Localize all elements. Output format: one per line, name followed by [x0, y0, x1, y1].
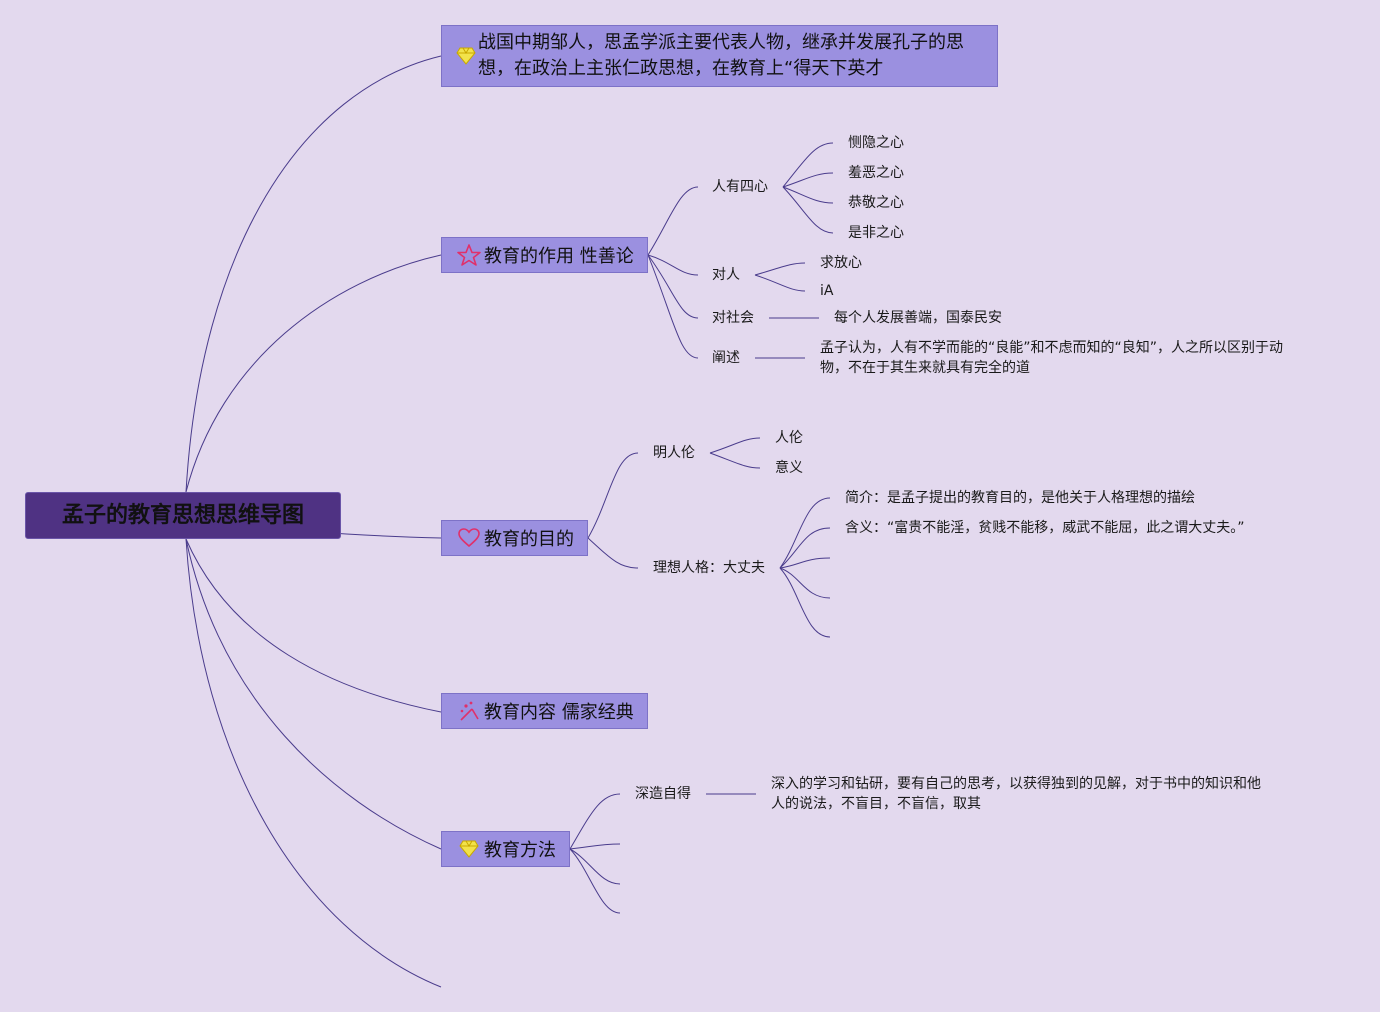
leaf-ethics-1[interactable]: 人伦	[775, 430, 803, 446]
topic-intro[interactable]: 战国中期邹人，思孟学派主要代表人物，继承并发展孔子的思想，在政治上主张仁政思想，…	[441, 25, 998, 87]
leaf-to-society[interactable]: 每个人发展善端，国泰民安	[834, 310, 1002, 326]
sparkle-icon	[456, 701, 482, 721]
leaf-deep-study[interactable]: 深入的学习和钻研，要有自己的思考，以获得独到的见解，对于书中的知识和他人的说法，…	[771, 776, 1261, 812]
topic-role[interactable]: 教育的作用 性善论	[441, 237, 648, 273]
leaf-ideal-meaning[interactable]: 含义：“富贵不能淫，贫贱不能移，威武不能屈，此之谓大丈夫。”	[845, 520, 1245, 536]
sub-ethics[interactable]: 明人伦	[653, 445, 695, 461]
leaf-heart-3[interactable]: 恭敬之心	[848, 195, 904, 211]
leaf-to-person-2[interactable]: iA	[820, 283, 834, 299]
topic-intro-text: 战国中期邹人，思孟学派主要代表人物，继承并发展孔子的思想，在政治上主张仁政思想，…	[478, 32, 964, 79]
leaf-to-person-1[interactable]: 求放心	[820, 255, 862, 271]
topic-role-title: 教育的作用 性善论	[484, 246, 634, 267]
sub-to-person[interactable]: 对人	[712, 267, 740, 283]
sub-four-hearts[interactable]: 人有四心	[712, 179, 768, 195]
sub-deep-study[interactable]: 深造自得	[635, 786, 691, 802]
sub-explain[interactable]: 阐述	[712, 350, 740, 366]
leaf-ethics-2[interactable]: 意义	[775, 460, 803, 476]
heart-icon	[456, 528, 482, 548]
topic-method[interactable]: 教育方法	[441, 831, 570, 867]
star-icon	[456, 244, 482, 266]
leaf-explain[interactable]: 孟子认为，人有不学而能的“良能”和不虑而知的“良知”，人之所以区别于动物，不在于…	[820, 340, 1284, 376]
root-topic[interactable]: 孟子的教育思想思维导图	[25, 492, 341, 539]
sub-ideal[interactable]: 理想人格：大丈夫	[653, 560, 765, 576]
diamond-icon	[456, 840, 482, 858]
topic-purpose-title: 教育的目的	[484, 529, 574, 550]
topic-content[interactable]: 教育内容 儒家经典	[441, 693, 648, 729]
leaf-heart-4[interactable]: 是非之心	[848, 225, 904, 241]
leaf-ideal-intro[interactable]: 简介：是孟子提出的教育目的，是他关于人格理想的描绘	[845, 490, 1195, 506]
diamond-icon	[456, 47, 476, 65]
topic-method-title: 教育方法	[484, 840, 556, 861]
topic-purpose[interactable]: 教育的目的	[441, 520, 588, 556]
leaf-heart-2[interactable]: 羞恶之心	[848, 165, 904, 181]
leaf-heart-1[interactable]: 恻隐之心	[848, 135, 904, 151]
sub-to-society[interactable]: 对社会	[712, 310, 754, 326]
topic-content-title: 教育内容 儒家经典	[484, 702, 634, 723]
